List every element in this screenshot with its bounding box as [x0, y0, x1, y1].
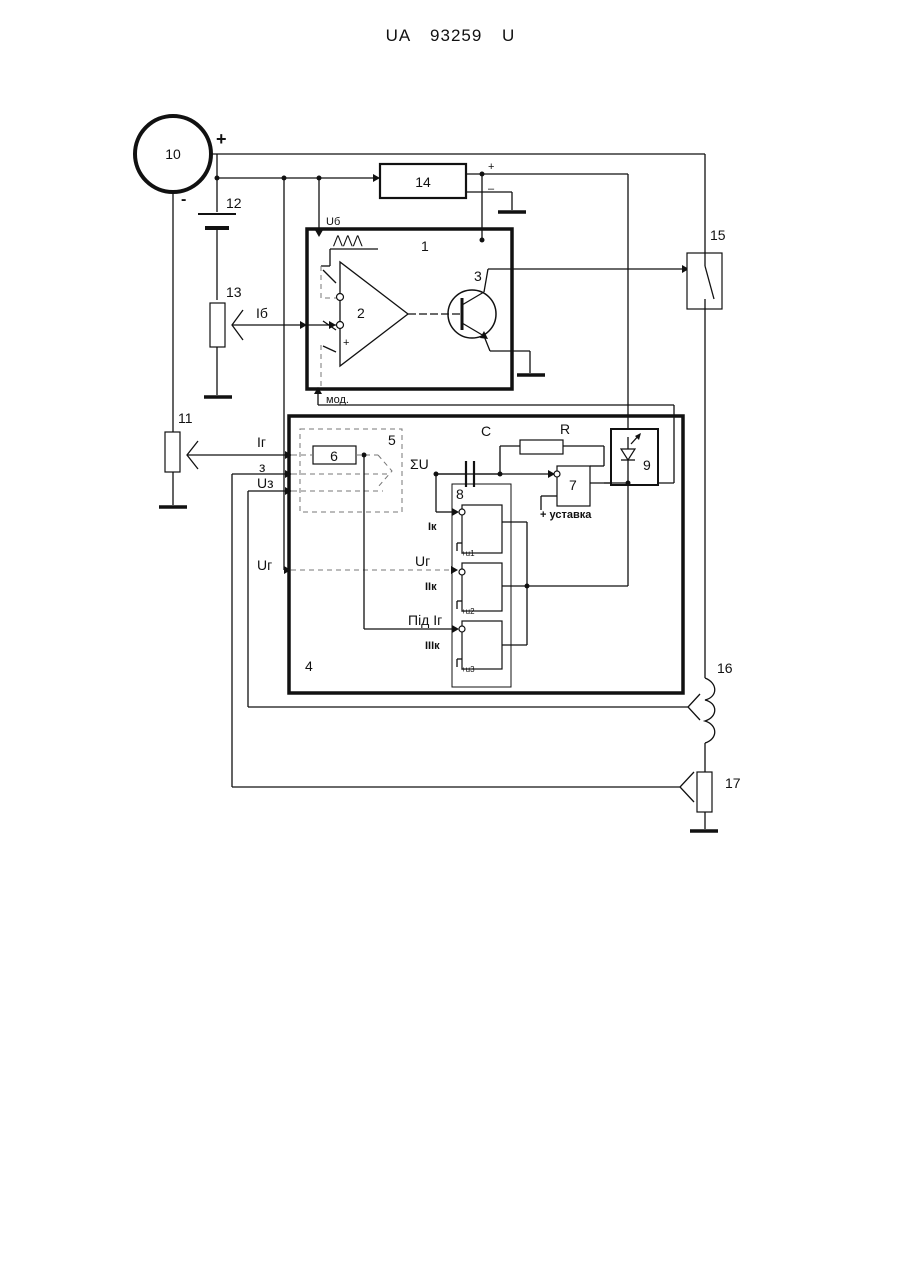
u3-label: +u3	[461, 665, 475, 674]
resistor-r-label: R	[560, 421, 570, 437]
indicator-number: 9	[643, 457, 651, 473]
summer-5: 5 6	[292, 429, 402, 629]
ub-label: Uб	[326, 216, 340, 228]
sawtooth-label: ⋀⋀⋀	[332, 233, 363, 247]
resistor-11: 11	[159, 410, 292, 507]
coil-16: 16	[248, 660, 733, 772]
u2-label: +u2	[461, 607, 475, 616]
ug-inner-label: Uг	[415, 553, 430, 569]
ig-label: Iг	[257, 434, 266, 450]
mod-label: мод.	[326, 394, 349, 406]
transistor-3: 3	[408, 268, 545, 375]
ik2-label: IIк	[425, 581, 437, 593]
generator-10: 10	[135, 116, 211, 192]
relay-15: 15	[687, 154, 726, 678]
transistor-number: 3	[474, 268, 482, 284]
minus-sign: -	[181, 191, 186, 208]
shunt-number: 13	[226, 284, 242, 300]
resistor-17: 17	[232, 772, 741, 831]
ik1-label: Iк	[428, 521, 437, 533]
opamp-number: 2	[357, 305, 365, 321]
controller-number: 4	[305, 658, 313, 674]
pid-ig-label: Під Iг	[408, 612, 442, 628]
capacitor-c-label: C	[481, 423, 491, 439]
resistor-11-number: 11	[178, 410, 193, 426]
comparator-number: 7	[569, 477, 577, 493]
z-label: з	[259, 459, 265, 475]
resistor-r	[520, 440, 563, 454]
battery-number: 12	[226, 195, 242, 211]
block-14-number: 14	[415, 174, 431, 190]
summer-number: 5	[388, 432, 396, 448]
u1-label: +u1	[461, 549, 475, 558]
resistor-17-number: 17	[725, 775, 741, 791]
sum-u-label: ΣU	[410, 456, 429, 472]
ib-label: Iб	[256, 305, 268, 321]
shunt-13: 13 Iб	[204, 284, 307, 397]
plus-sign: +	[216, 129, 227, 149]
generator-number: 10	[165, 146, 181, 162]
group-8-number: 8	[456, 486, 464, 502]
opamp-2: 2 +	[307, 262, 408, 390]
block14-minus: –	[488, 183, 495, 195]
setpoint-label: + уставка	[540, 509, 592, 521]
indicator-9: 9	[611, 429, 658, 485]
relay-number: 15	[710, 227, 726, 243]
ug-label: Uг	[257, 557, 272, 573]
uz-label: Uз	[257, 475, 274, 491]
ik3-label: IIIк	[425, 640, 440, 652]
block14-plus: +	[488, 161, 494, 173]
opamp-plus: +	[343, 337, 349, 349]
coil-number: 16	[717, 660, 733, 676]
regulator-number: 1	[421, 238, 429, 254]
block-6-number: 6	[330, 448, 338, 464]
